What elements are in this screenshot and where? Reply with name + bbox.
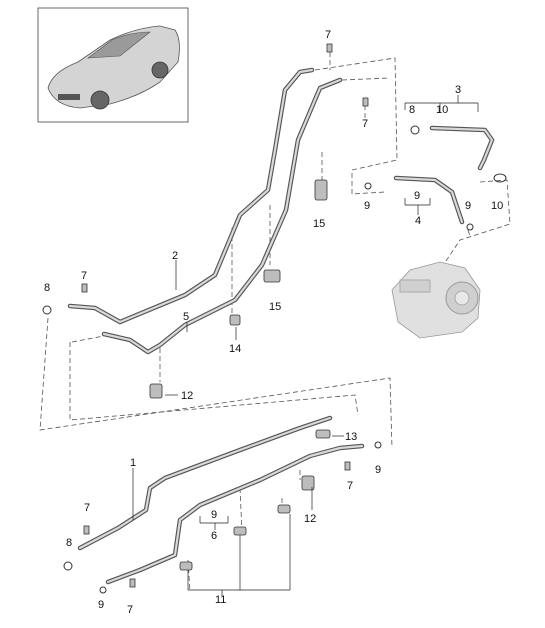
callout-2: 2 (172, 250, 178, 262)
callout-11: 11 (215, 594, 226, 606)
callout-14: 14 (229, 343, 241, 355)
pipe-6 (105, 443, 365, 585)
callout-labels: 1 2 3 4 5 6 7 7 7 7 7 7 8 8 8 9 9 9 9 9 … (44, 29, 503, 616)
callout-5: 5 (183, 311, 189, 323)
callout-9-f: 9 (211, 509, 217, 521)
seal-rings (42, 125, 507, 594)
ac-compressor (391, 261, 481, 339)
leader-lines (132, 95, 479, 596)
pipe-5 (101, 77, 343, 355)
clips-11 (179, 504, 291, 571)
bracket-12a (149, 383, 163, 399)
callout-8-bottom: 8 (66, 537, 72, 549)
callout-15-a: 15 (313, 218, 325, 230)
callout-7-left: 7 (81, 270, 87, 282)
callout-3: 3 (455, 84, 461, 96)
car-thumbnail (37, 7, 189, 123)
bracket-15b (263, 269, 281, 283)
bolts-7 (81, 43, 369, 588)
callout-9-b: 9 (414, 190, 420, 202)
callout-12-a: 12 (181, 390, 193, 402)
callout-1: 1 (130, 457, 136, 469)
callout-7-lower-left: 7 (84, 502, 90, 514)
callout-9-c: 9 (465, 200, 471, 212)
pipe-2 (67, 67, 315, 325)
callout-9-d: 9 (375, 464, 381, 476)
callout-8-top: 8 (409, 104, 415, 116)
clip-14 (229, 314, 241, 326)
pipe-3 (429, 125, 495, 171)
callout-9-a: 9 (364, 200, 370, 212)
pipe-1 (77, 415, 333, 551)
clip-13 (315, 429, 331, 439)
callout-12-b: 12 (304, 513, 316, 525)
bracket-12b (301, 475, 315, 491)
callout-15-b: 15 (269, 301, 281, 313)
callout-8-left: 8 (44, 282, 50, 294)
callout-7-right: 7 (347, 480, 353, 492)
callout-7-top: 7 (325, 29, 331, 41)
callout-9-e: 9 (98, 599, 104, 611)
callout-7-mid: 7 (362, 118, 368, 130)
callout-6: 6 (211, 530, 217, 542)
callout-13: 13 (345, 431, 357, 443)
bracket-15a (314, 179, 328, 201)
callout-7-bottom: 7 (127, 604, 133, 616)
callout-10-top: 10 (436, 104, 448, 116)
pipe-4 (393, 175, 465, 225)
dashed-reference-lines (39, 52, 511, 593)
callout-4: 4 (415, 215, 421, 227)
callout-10-right: 10 (491, 200, 503, 212)
